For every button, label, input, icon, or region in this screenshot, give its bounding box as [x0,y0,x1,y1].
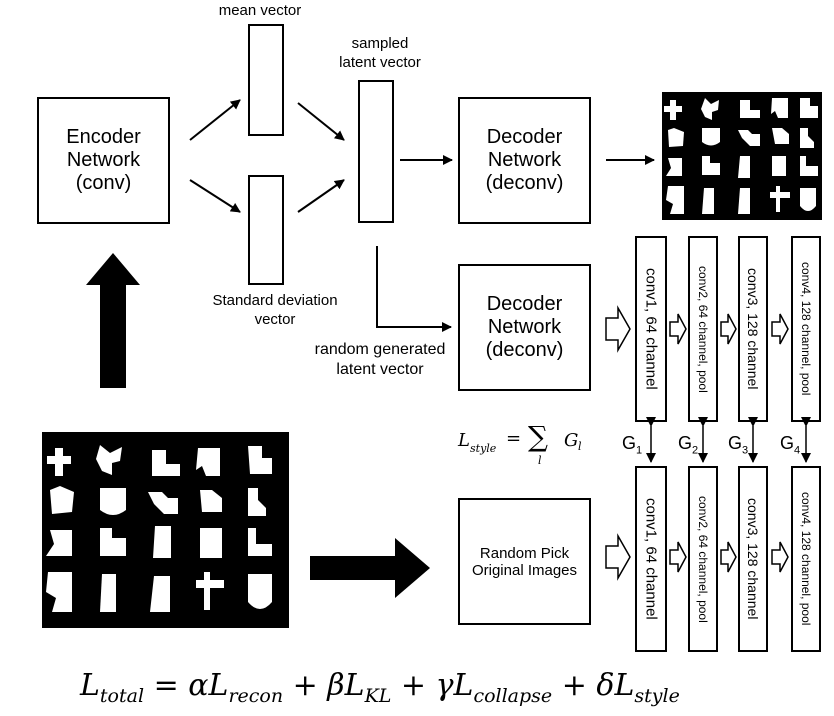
decoder-bottom-box: Decoder Network (deconv) [458,264,591,391]
gram-label-1: G1 [622,433,643,457]
mean-vector-box [248,24,284,136]
hollow-arrow-bottom-0 [605,533,631,581]
conv-bottom-1: conv1, 64 channel [635,466,667,652]
arrow-encoder-to-mean [189,99,241,141]
hollow-arrow-top-0 [605,305,631,353]
std-vector-label: Standard deviation vector [212,292,338,328]
std-vector-box [248,175,284,285]
hollow-arrow-top-1 [669,313,687,345]
conv-bottom-3: conv3, 128 channel [738,466,768,652]
hollow-arrow-top-2 [720,313,737,345]
input-image-grid [42,432,289,628]
output-image-grid [662,92,822,220]
arrow-std-to-latent [297,179,345,213]
hollow-arrow-bottom-3 [771,541,789,573]
big-up-arrow [86,253,140,388]
big-right-arrow [310,538,430,598]
gram-label-3: G3 [728,433,749,457]
conv-bottom-2: conv2, 64 channel, pool [688,466,718,652]
random-pick-box: Random Pick Original Images [458,498,591,625]
arrow-encoder-to-std [189,179,241,213]
conv-top-4: conv4, 128 channel, pool [791,236,821,422]
gram-label-2: G2 [678,433,699,457]
hollow-arrow-top-3 [771,313,789,345]
conv-top-1: conv1, 64 channel [635,236,667,422]
random-latent-label: random generated latent vector [314,341,446,378]
conv-top-3: conv3, 128 channel [738,236,768,422]
sampled-latent-label: sampled latent vector [339,35,421,71]
mean-vector-label: mean vector [218,2,302,19]
total-loss-formula: Ltotal = αLrecon + βLKL + γLcollapse + δ… [80,668,680,707]
encoder-network-box: Encoder Network (conv) [37,97,170,224]
gram-label-4: G4 [780,433,801,457]
arrow-mean-to-latent [297,102,345,141]
decoder-top-box: Decoder Network (deconv) [458,97,591,224]
conv-bottom-4: conv4, 128 channel, pool [791,466,821,652]
hollow-arrow-bottom-1 [669,541,687,573]
hollow-arrow-bottom-2 [720,541,737,573]
conv-top-2: conv2, 64 channel, pool [688,236,718,422]
latent-vector-box [358,80,394,223]
arrow-random-latent [376,246,452,332]
